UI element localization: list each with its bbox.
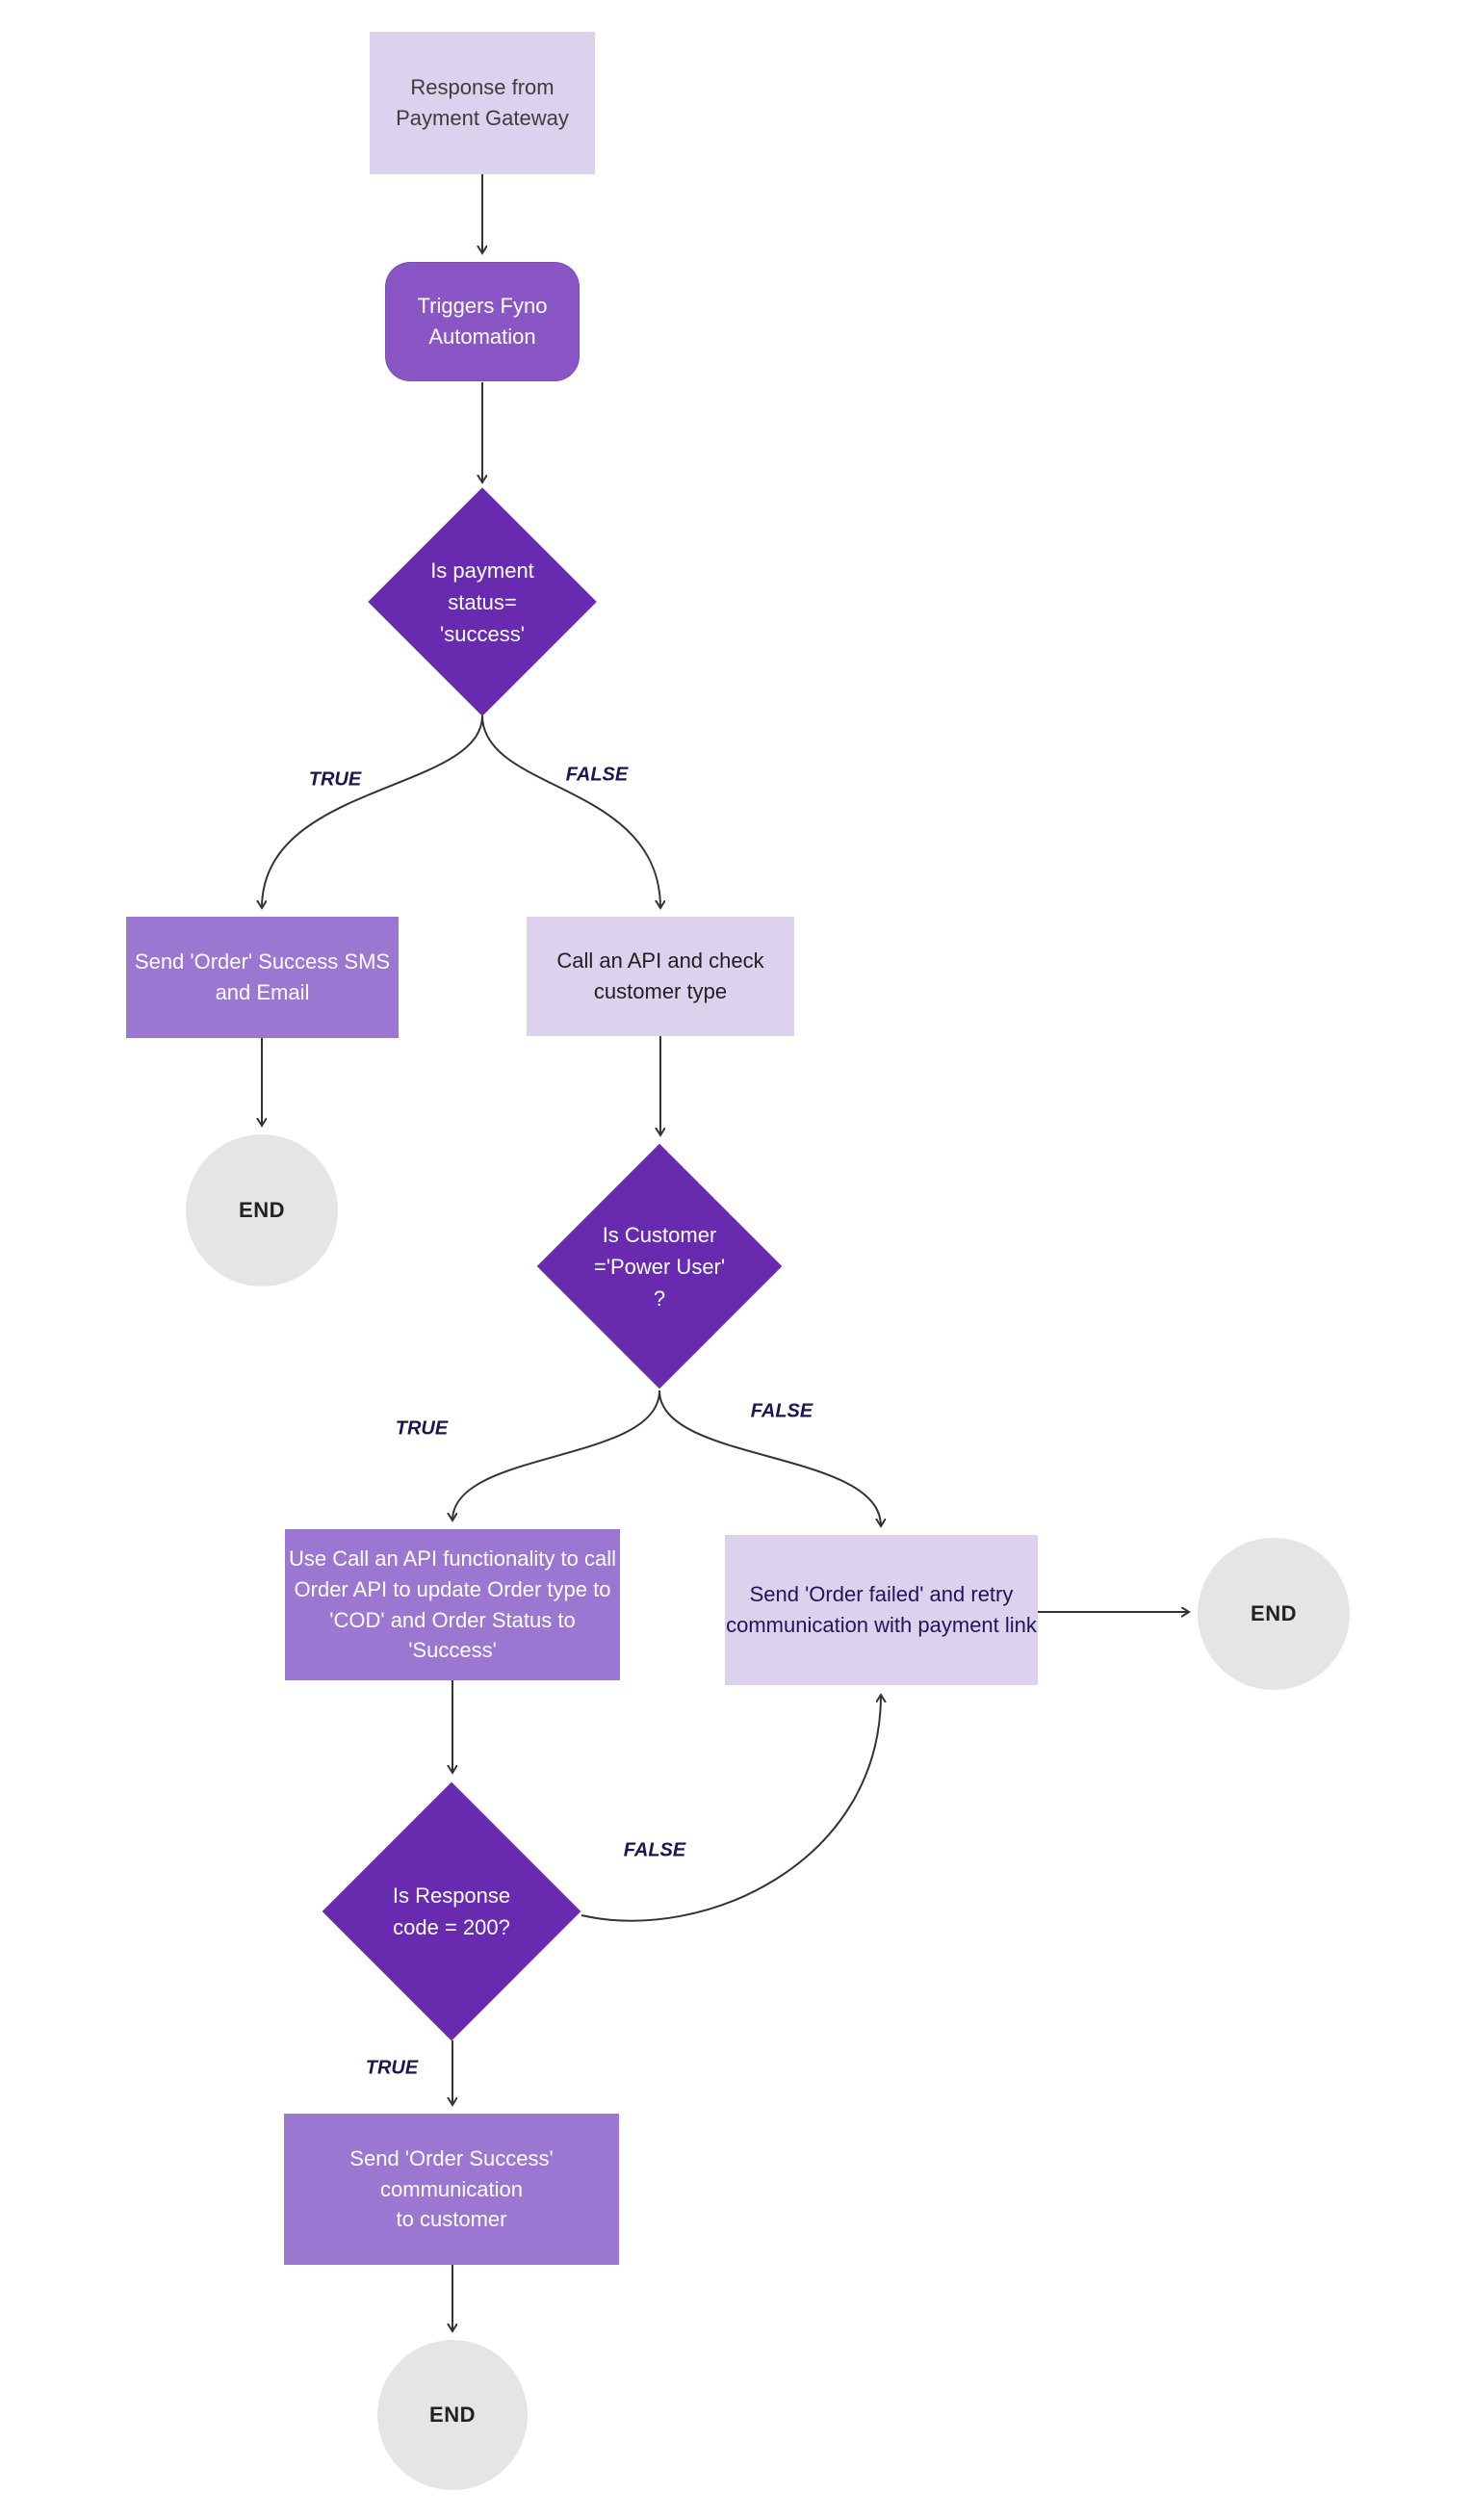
branch-label-payment-true: TRUE <box>308 768 362 791</box>
node-update-order-api: Use Call an API functionality to call Or… <box>285 1529 620 1680</box>
decision-power-user-label: Is Customer ='Power User' ? <box>593 1222 726 1311</box>
decision-response-code-label: Is Response code = 200? <box>392 1884 511 1939</box>
node-order-failed-retry: Send 'Order failed' and retry communicat… <box>725 1535 1038 1685</box>
edge-response-false <box>581 1695 881 1922</box>
branch-label-power-true: TRUE <box>395 1417 449 1440</box>
decision-payment-status-label: Is payment status= 'success' <box>430 558 534 646</box>
node-send-order-success-sms: Send 'Order' Success SMS and Email <box>126 917 399 1038</box>
edge-payment-false <box>481 714 660 908</box>
end-circle-1: END <box>186 1134 338 1286</box>
branch-label-payment-false: FALSE <box>565 764 629 786</box>
branch-label-response-true: TRUE <box>365 2057 419 2079</box>
node-call-api-check-customer: Call an API and check customer type <box>527 917 794 1036</box>
branch-label-response-false: FALSE <box>623 1839 686 1861</box>
node-trigger-automation: Triggers Fyno Automation <box>385 262 580 381</box>
edge-power-false <box>658 1390 881 1526</box>
edge-power-true <box>452 1390 660 1520</box>
node-start: Response from Payment Gateway <box>370 32 595 174</box>
edge-payment-true <box>262 714 483 908</box>
branch-label-power-false: FALSE <box>750 1400 813 1422</box>
end-circle-3: END <box>377 2340 528 2490</box>
node-send-order-success-communication: Send 'Order Success' communication to cu… <box>284 2114 619 2265</box>
end-circle-2: END <box>1198 1538 1350 1690</box>
